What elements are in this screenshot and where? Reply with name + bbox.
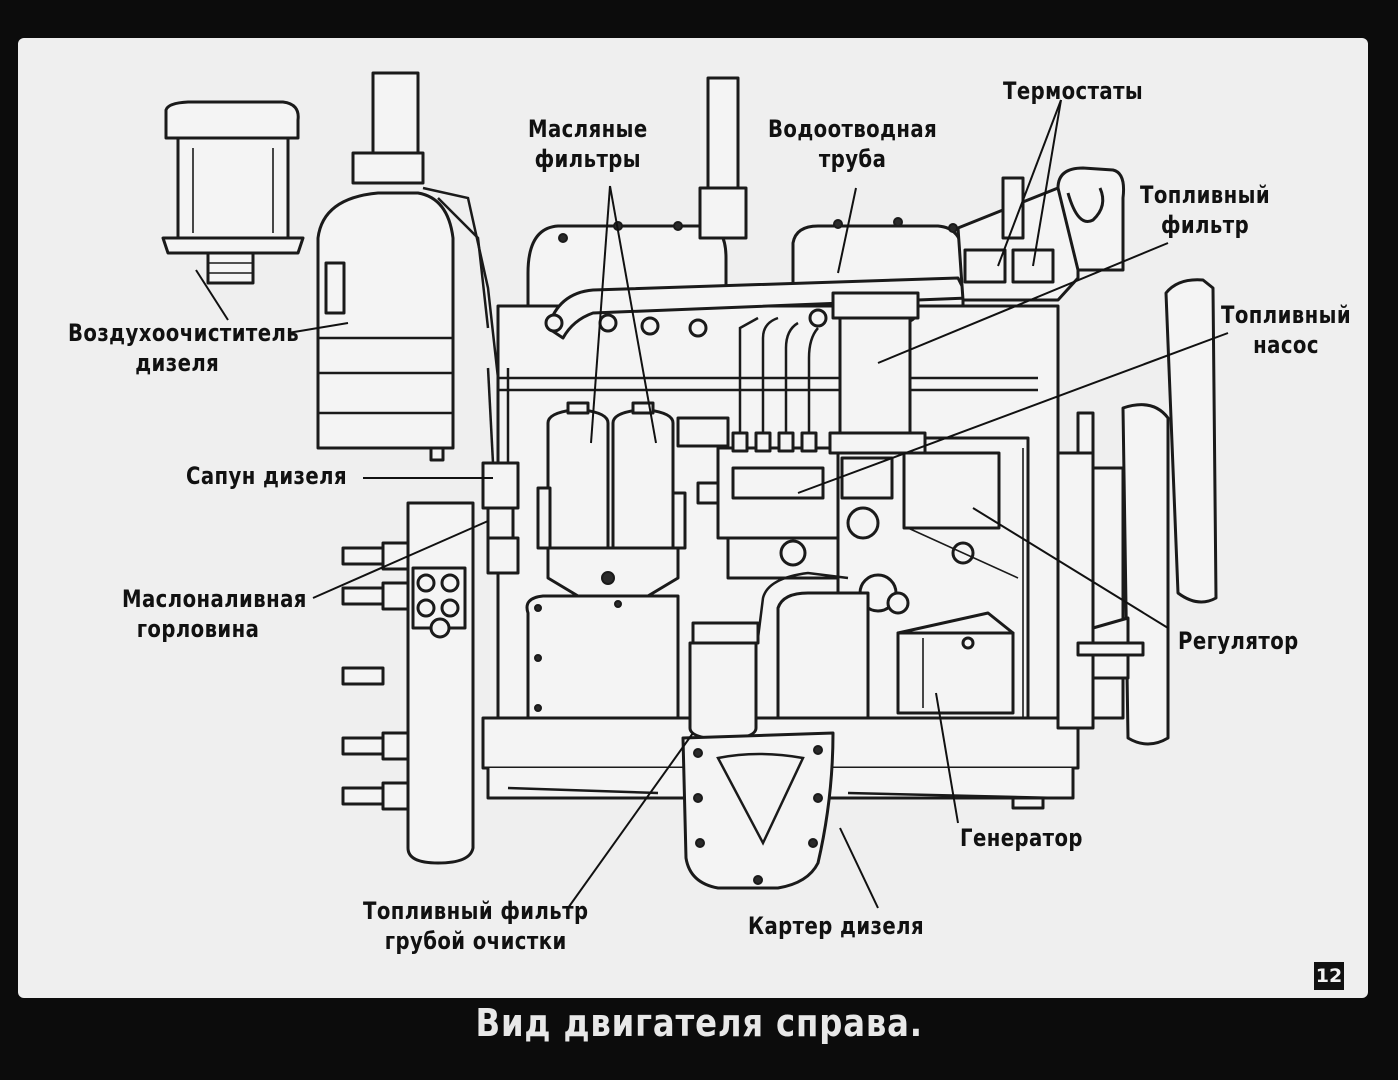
side-cover [525, 591, 870, 720]
label-air-cleaner: Воздухоочиститель дизеля [68, 319, 300, 377]
label-breather: Сапун дизеля [186, 462, 348, 490]
label-oil-filler: Маслоналивная горловина [122, 585, 307, 643]
air-cleaner-body [316, 71, 500, 462]
label-thermostats: Термостаты [1003, 77, 1144, 105]
flywheel-housing [341, 501, 475, 865]
fuel-injection-pump [696, 316, 840, 580]
air-cleaner-cap [161, 100, 305, 285]
leader-lines [195, 99, 1229, 909]
label-fuel-pump: Топливный насос [1221, 301, 1352, 359]
label-water-pipe: Водоотводная труба [768, 115, 938, 173]
thermostat-housing [956, 166, 1125, 302]
data-plate [676, 416, 730, 448]
label-oil-filters: Масляные фильтры [528, 115, 648, 173]
fuel-filter-tower [828, 291, 927, 455]
front-pulley-fan [1056, 278, 1218, 746]
label-crankcase: Картер дизеля [748, 912, 924, 940]
generator [896, 611, 1015, 715]
label-fuel-filter: Топливный фильтр [1140, 181, 1271, 239]
slide-frame: .p { fill: #f4f4f4; stroke: #1a1a1a; str… [18, 38, 1368, 998]
label-coarse-fuel-filter: Топливный фильтр грубой очистки [363, 897, 589, 955]
breather [481, 367, 520, 575]
oil-filters [536, 401, 687, 610]
caption-text: Вид двигателя справа. [475, 1001, 923, 1045]
exhaust-stack [698, 76, 748, 240]
slide-number: 12 [1314, 962, 1344, 990]
caption-bar: Вид двигателя справа. [0, 998, 1398, 1058]
label-governor: Регулятор [1178, 627, 1299, 655]
engine-drawing: .p { fill: #f4f4f4; stroke: #1a1a1a; str… [161, 71, 1229, 909]
label-generator: Генератор [960, 824, 1083, 852]
